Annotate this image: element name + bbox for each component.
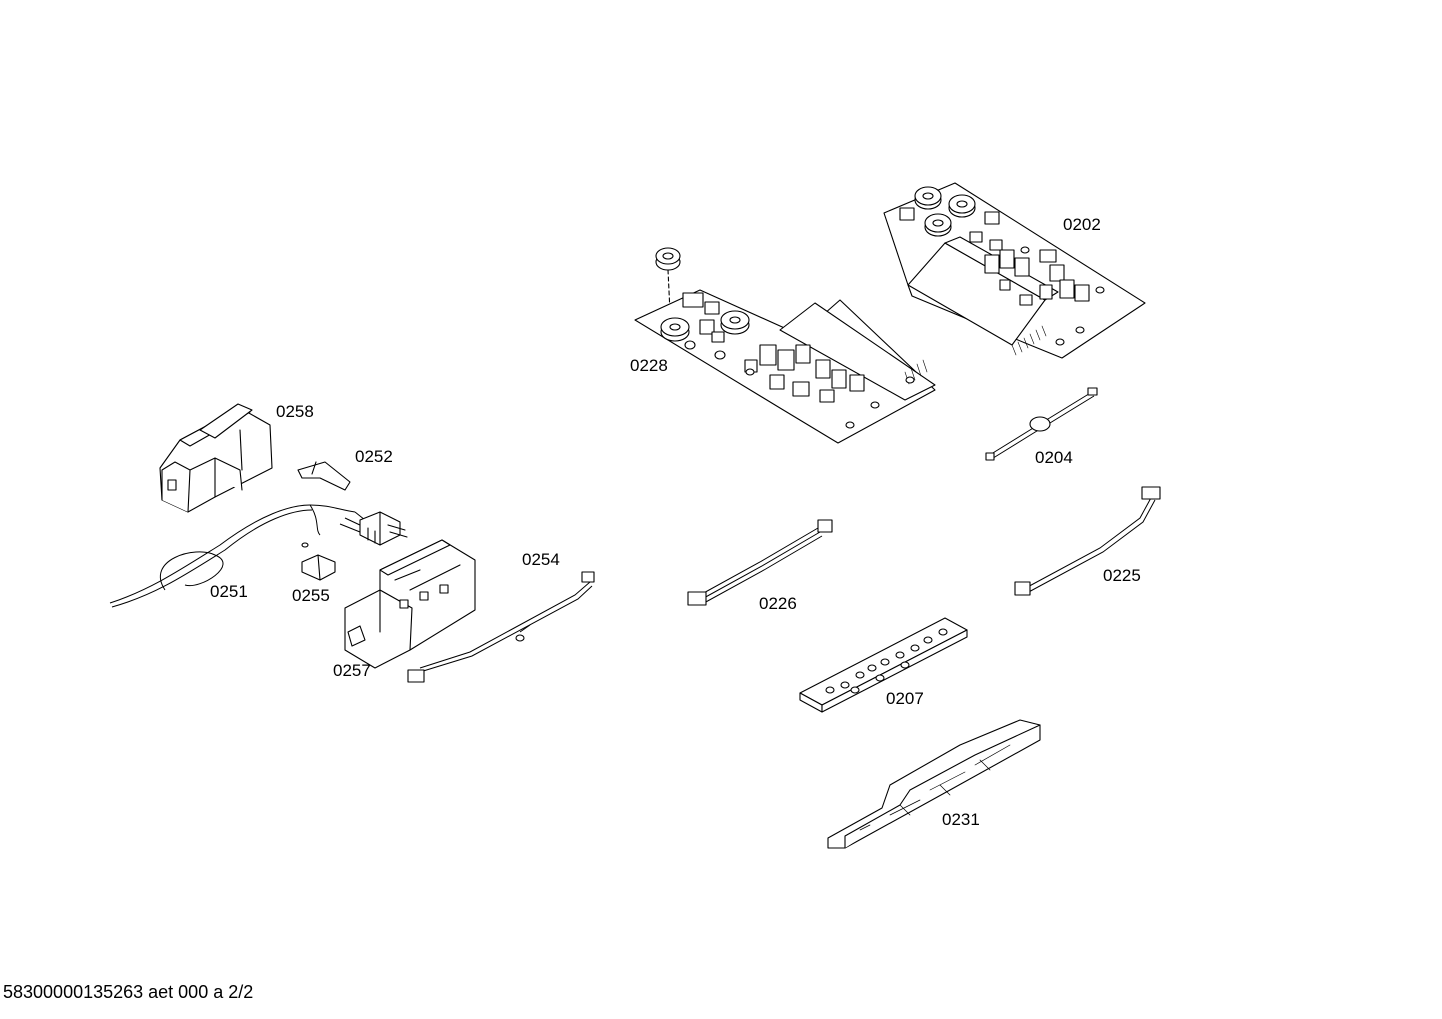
part-0231-frame[interactable] [827, 719, 1041, 849]
part-0226-ribbon-cable[interactable] [699, 527, 823, 604]
label-0207: 0207 [886, 689, 924, 708]
label-0254: 0254 [522, 550, 560, 569]
label-0225: 0225 [1103, 566, 1141, 585]
part-0202-power-board[interactable] [883, 182, 1146, 359]
label-0257: 0257 [333, 661, 371, 680]
part-0228-power-board[interactable] [634, 247, 936, 444]
label-0228: 0228 [630, 356, 668, 375]
part-0254-wire-harness[interactable] [419, 581, 593, 673]
label-0231: 0231 [942, 810, 980, 829]
part-0252-clip[interactable] [297, 461, 351, 491]
label-0258: 0258 [276, 402, 314, 421]
label-0226: 0226 [759, 594, 797, 613]
part-0251-power-cable[interactable] [109, 504, 366, 608]
label-0202: 0202 [1063, 215, 1101, 234]
part-0207-display-board[interactable] [799, 617, 968, 713]
part-0251-connector[interactable] [359, 511, 408, 546]
label-0255: 0255 [292, 586, 330, 605]
part-0225-connectors[interactable] [1014, 486, 1161, 596]
part-0254-connectors[interactable] [407, 571, 595, 683]
part-0257-fan-housing[interactable] [344, 539, 476, 669]
part-0255-terminal-block[interactable] [301, 542, 336, 581]
part-0204-ferrite-core[interactable] [985, 387, 1098, 461]
part-0258-bracket[interactable] [159, 403, 273, 513]
part-0225-cable[interactable] [1021, 495, 1156, 595]
part-0226-connectors[interactable] [687, 519, 833, 606]
part-0204-ferrite-wire[interactable] [987, 391, 1095, 461]
label-0204: 0204 [1035, 448, 1073, 467]
label-0252: 0252 [355, 447, 393, 466]
label-0251: 0251 [210, 582, 248, 601]
document-footer-code: 58300000135263 aet 000 a 2/2 [3, 982, 254, 1002]
